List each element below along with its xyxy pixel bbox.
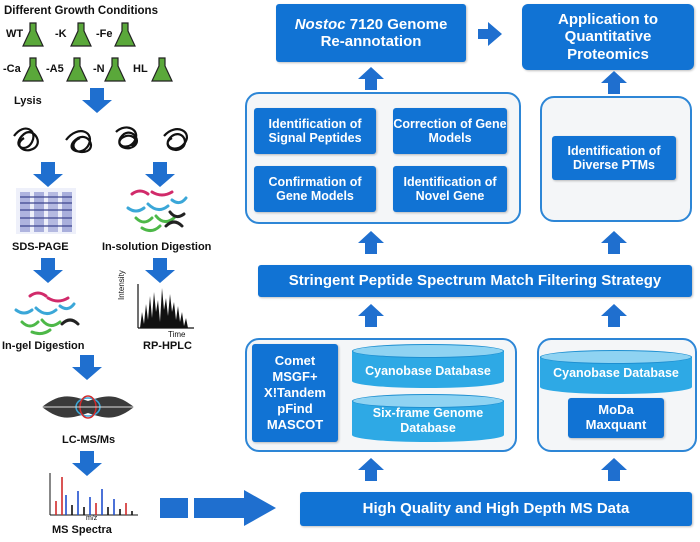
lc-ms-label: LC-MS/Ms [62, 434, 116, 446]
ms-spectra-label: MS Spectra [52, 524, 112, 536]
organism-name: Nostoc [294, 15, 346, 33]
down-arrow-icon [72, 355, 102, 380]
in-gel-digestion-label: In-gel Digestion [2, 340, 85, 352]
up-arrow-icon [358, 231, 384, 254]
signal-peptides-box: Identification of Signal Peptides [254, 108, 376, 154]
in-solution-digestion-label: In-solution Digestion [102, 241, 212, 253]
quant-tools-box: MoDa Maxquant [568, 398, 664, 438]
up-arrow-icon [601, 304, 627, 327]
gene-model-correction-box: Correction of Gene Models [393, 108, 507, 154]
flask-icon [114, 22, 136, 47]
search-engine-name: MSGF+ [272, 369, 318, 385]
application-box: Application to Quantitative Proteomics [522, 4, 694, 70]
up-arrow-icon [358, 67, 384, 90]
down-arrow-icon [72, 451, 102, 476]
search-engine-name: Comet [274, 353, 316, 369]
condition-label: -K [55, 28, 67, 40]
flask-icon [70, 22, 92, 47]
peptide-fragments-icon [14, 291, 80, 336]
up-arrow-icon [358, 458, 384, 481]
six-frame-database-label: Six-frame Genome Database [372, 406, 484, 435]
down-arrow-icon [33, 258, 63, 283]
cyanobase-database-label: Cyanobase Database [365, 364, 491, 378]
reannotation-label: Re-annotation [320, 33, 422, 50]
quant-tool-name: Maxquant [585, 417, 647, 432]
rp-hplc-label: RP-HPLC [143, 340, 192, 352]
up-arrow-icon [601, 458, 627, 481]
quant-tool-name: MoDa [598, 402, 634, 418]
condition-label: -N [93, 63, 105, 75]
up-arrow-icon [358, 304, 384, 327]
right-arrow-icon [478, 22, 502, 46]
protein-strands-icon [13, 126, 188, 154]
lc-ms-instrument-icon [42, 395, 134, 419]
down-arrow-icon [82, 88, 112, 113]
cyanobase-database-cylinder: Cyanobase Database [540, 350, 692, 394]
search-engines-box: Comet MSGF+ X!Tandem pFind MASCOT [252, 344, 338, 442]
up-arrow-icon [601, 231, 627, 254]
growth-conditions-title: Different Growth Conditions [4, 5, 158, 17]
ms-spectrum-icon [49, 473, 138, 516]
cyanobase-database-cylinder: Cyanobase Database [352, 344, 504, 388]
genome-label: 7120 Genome [345, 15, 448, 33]
diverse-ptms-box: Identification of Diverse PTMs [552, 136, 676, 180]
down-arrow-icon [145, 162, 175, 187]
lysis-label: Lysis [14, 95, 42, 107]
chromatogram-x-label: Time [168, 330, 186, 339]
sds-page-gel-icon [16, 188, 76, 234]
flask-icon [22, 57, 44, 82]
peptide-fragments-icon [126, 189, 188, 233]
right-arrow-icon [160, 490, 276, 526]
search-engine-name: MASCOT [266, 416, 324, 432]
flask-icon [104, 57, 126, 82]
cyanobase-database-label: Cyanobase Database [553, 366, 679, 380]
search-engine-name: X!Tandem [264, 385, 326, 401]
psm-filtering-strategy-box: Stringent Peptide Spectrum Match Filteri… [258, 265, 692, 297]
search-engine-name: pFind [277, 400, 313, 416]
down-arrow-icon [145, 258, 175, 283]
flask-icon [151, 57, 173, 82]
chromatogram-icon [137, 284, 194, 329]
sds-page-label: SDS-PAGE [12, 241, 69, 253]
condition-label: -Fe [96, 28, 113, 40]
condition-label: HL [133, 63, 148, 75]
condition-label: -A5 [46, 63, 64, 75]
condition-label: WT [6, 28, 24, 40]
flask-icon [22, 22, 44, 47]
novel-gene-box: Identification of Novel Gene [393, 166, 507, 212]
six-frame-database-cylinder: Six-frame Genome Database [352, 394, 504, 442]
ms-data-box: High Quality and High Depth MS Data [300, 492, 692, 526]
down-arrow-icon [33, 162, 63, 187]
condition-label: -Ca [3, 63, 21, 75]
spectrum-x-label: m/z [86, 515, 98, 522]
gene-model-confirmation-box: Confirmation of Gene Models [254, 166, 376, 212]
flask-icon [66, 57, 88, 82]
up-arrow-icon [601, 71, 627, 94]
genome-reannotation-box: Nostoc 7120 Genome Re-annotation [276, 4, 466, 62]
chromatogram-y-label: Intensity [117, 270, 126, 300]
